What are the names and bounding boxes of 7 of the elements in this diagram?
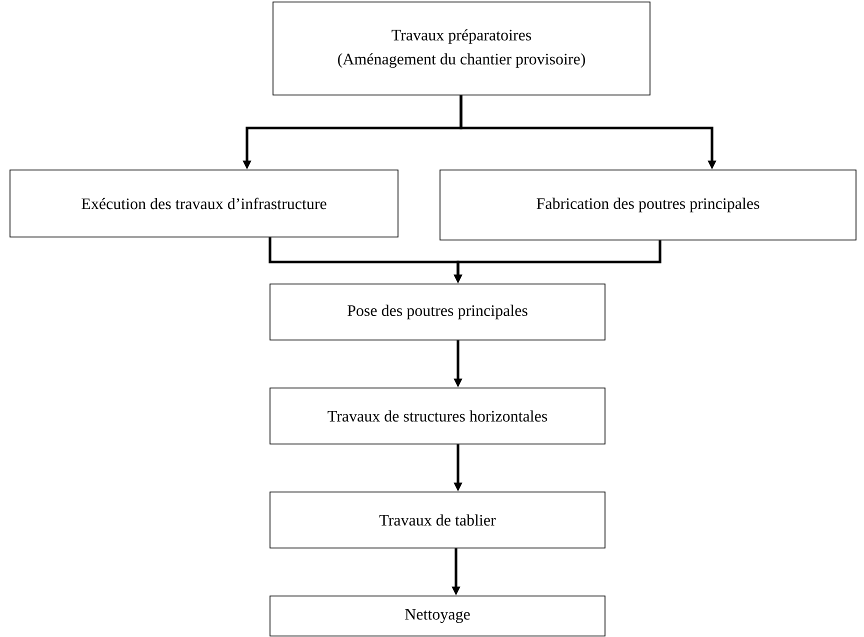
process-box: Fabrication des poutres principales <box>440 170 856 240</box>
process-box: Pose des poutres principales <box>270 284 606 340</box>
process-box: Travaux de structures horizontales <box>270 388 606 444</box>
process-box: Exécution des travaux d’infrastructure <box>10 170 398 238</box>
process-box: Travaux de tablier <box>270 492 606 548</box>
process-box: Nettoyage <box>270 596 606 636</box>
process-box: Travaux préparatoires (Aménagement du chantier provisoire) <box>272 2 650 96</box>
